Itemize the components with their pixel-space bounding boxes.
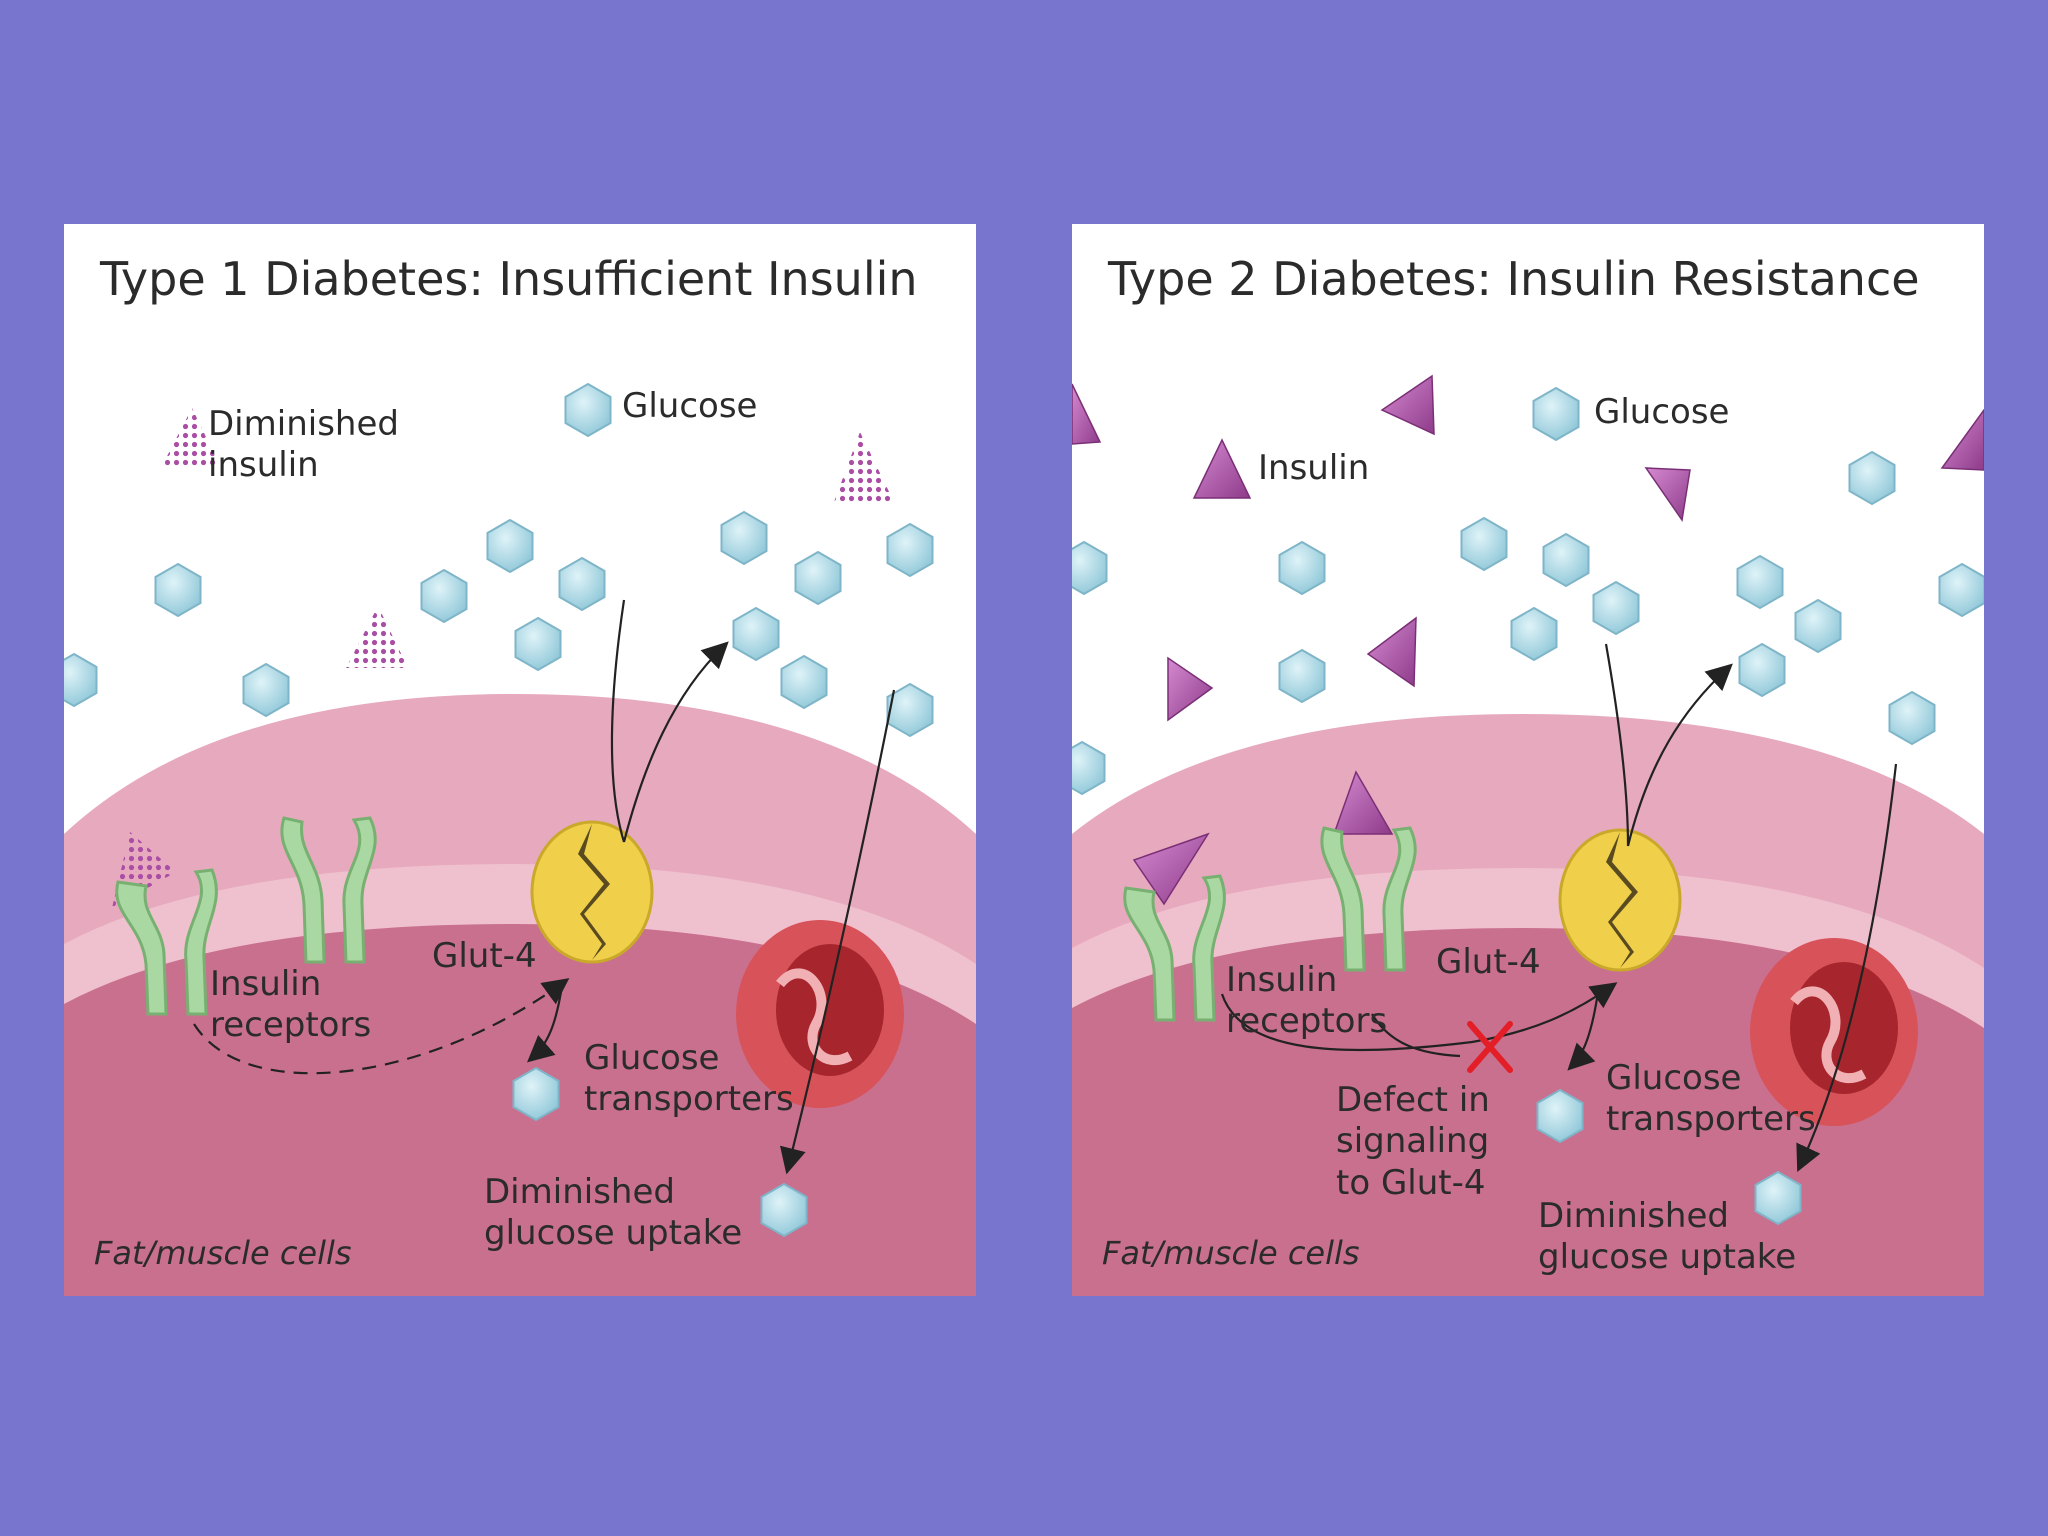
glucose-hexagon-icon <box>886 522 934 578</box>
glucose-hexagon-icon <box>1888 690 1936 746</box>
insulin-triangle-icon <box>1332 770 1394 835</box>
insulin-receptor-icon <box>1320 826 1417 972</box>
glucose-hexagon-icon <box>1072 740 1106 796</box>
glucose-hexagon-icon <box>760 1182 808 1238</box>
vesicle-icon <box>1750 938 1918 1126</box>
panel-title: Type 2 Diabetes: Insulin Resistance <box>1108 252 1920 306</box>
glucose-hexagon-icon <box>1278 648 1326 704</box>
type1-diabetes-panel: Type 1 Diabetes: Insufficient Insulin Di… <box>64 224 976 1296</box>
glut4-transporter-icon <box>530 820 654 964</box>
diminished-uptake-label: Diminished glucose uptake <box>484 1172 743 1254</box>
defect-signaling-label: Defect in signaling to Glut-4 <box>1336 1080 1490 1203</box>
dotted-insulin-icon <box>346 606 408 668</box>
glucose-hexagon-icon <box>486 518 534 574</box>
insulin-receptor-icon <box>280 816 377 964</box>
glut4-label: Glut-4 <box>1436 942 1541 982</box>
cells-label: Fat/muscle cells <box>94 1234 352 1272</box>
glucose-hexagon-icon <box>780 654 828 710</box>
insulin-receptor-icon <box>115 868 218 1016</box>
glucose-label: Glucose <box>622 386 758 426</box>
insulin-triangle-icon <box>1380 374 1435 436</box>
glucose-hexagon-icon <box>732 606 780 662</box>
insulin-triangle-icon <box>1072 383 1102 445</box>
glucose-hexagon-icon <box>1938 562 1984 618</box>
glucose-hexagon-icon <box>1736 554 1784 610</box>
glucose-hexagon-icon <box>794 550 842 606</box>
pathway-arrows <box>1220 643 1898 1172</box>
glucose-hexagon-icon <box>64 652 98 708</box>
glucose-hexagon-icon <box>886 682 934 738</box>
glucose-hexagon-icon <box>1278 540 1326 596</box>
glucose-hexagon-icon <box>720 510 768 566</box>
glucose-hexagon-icon <box>1542 532 1590 588</box>
glucose-hexagon-icon <box>564 382 612 438</box>
glucose-hexagon-icon <box>1460 516 1508 572</box>
glucose-transporters-label: Glucose transporters <box>584 1038 794 1120</box>
insulin-molecules <box>1072 374 1984 906</box>
insulin-triangle-icon <box>1940 408 1984 471</box>
glut4-label: Glut-4 <box>432 936 537 976</box>
glucose-hexagon-icon <box>420 568 468 624</box>
insulin-triangle-icon <box>1132 832 1210 906</box>
glucose-transporters-label: Glucose transporters <box>1606 1058 1816 1140</box>
glucose-hexagon-icon <box>558 556 606 612</box>
glucose-label: Glucose <box>1594 392 1730 432</box>
glucose-hexagon-icon <box>1738 642 1786 698</box>
glucose-molecules <box>64 382 934 1238</box>
insulin-triangle-icon <box>1366 616 1417 688</box>
insulin-receptors-label: Insulin receptors <box>1226 960 1388 1042</box>
insulin-triangle-icon <box>1644 467 1691 522</box>
cells-label: Fat/muscle cells <box>1102 1234 1360 1272</box>
glucose-hexagon-icon <box>1072 540 1108 596</box>
glucose-hexagon-icon <box>1848 450 1896 506</box>
insulin-triangle-icon <box>1192 438 1252 499</box>
glucose-hexagon-icon <box>512 1066 560 1122</box>
defect-x-icon <box>1467 1021 1513 1073</box>
type2-diabetes-panel: Type 2 Diabetes: Insulin Resistance Insu… <box>1072 224 1984 1296</box>
insulin-triangle-icon <box>1167 656 1214 722</box>
dotted-insulin-icon <box>834 432 894 502</box>
type2-illustration <box>1072 374 1984 1296</box>
insulin-receptors-label: Insulin receptors <box>210 964 372 1046</box>
glucose-hexagon-icon <box>1532 386 1580 442</box>
insulin-label: Insulin <box>1258 448 1370 488</box>
diminished-insulin-label: Diminished insulin <box>208 404 399 486</box>
pathway-arrows <box>193 599 896 1175</box>
type1-illustration <box>64 382 976 1296</box>
glucose-hexagon-icon <box>242 662 290 718</box>
glut4-transporter-icon <box>1558 828 1682 972</box>
vesicle-icon <box>736 920 904 1108</box>
glucose-hexagon-icon <box>1794 598 1842 654</box>
insulin-receptor-icon <box>1123 874 1226 1022</box>
glucose-hexagon-icon <box>1510 606 1558 662</box>
glucose-hexagon-icon <box>1754 1170 1802 1226</box>
glucose-hexagon-icon <box>154 562 202 618</box>
dotted-insulin-icon <box>162 408 220 466</box>
glucose-hexagon-icon <box>1536 1088 1584 1144</box>
diminished-uptake-label: Diminished glucose uptake <box>1538 1196 1797 1278</box>
glucose-hexagon-icon <box>514 616 562 672</box>
glucose-hexagon-icon <box>1592 580 1640 636</box>
glucose-molecules <box>1072 386 1984 1226</box>
panel-title: Type 1 Diabetes: Insufficient Insulin <box>100 252 918 306</box>
